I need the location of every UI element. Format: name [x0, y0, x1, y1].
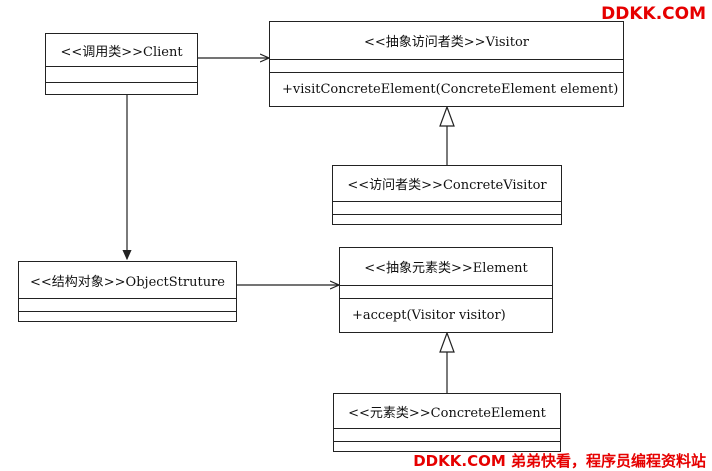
object-structure-class-name: <<结构对象>>ObjectStruture	[19, 262, 236, 299]
element-operation: +accept(Visitor visitor)	[352, 308, 506, 323]
visitor-generalization-triangle	[439, 105, 455, 127]
concrete-visitor-attributes	[333, 202, 561, 215]
client-attributes	[46, 67, 197, 83]
visitor-attributes	[270, 60, 623, 73]
client-class[interactable]: <<调用类>>Client	[45, 33, 198, 95]
element-generalization-triangle	[439, 331, 455, 353]
visitor-operation: +visitConcreteElement(ConcreteElement el…	[282, 82, 619, 97]
concrete-element-class-name: <<元素类>>ConcreteElement	[334, 394, 560, 429]
object-structure-attributes	[19, 299, 236, 312]
watermark-bottom: DDKK.COM 弟弟快看，程序员编程资料站	[413, 452, 706, 470]
element-class-name: <<抽象元素类>>Element	[340, 248, 552, 286]
visitor-class-name: <<抽象访问者类>>Visitor	[270, 22, 623, 60]
client-class-name: <<调用类>>Client	[46, 34, 197, 67]
element-attributes	[340, 286, 552, 299]
concrete-element-class[interactable]: <<元素类>>ConcreteElement	[333, 393, 561, 452]
concrete-visitor-operations	[333, 215, 561, 224]
watermark-top: DDKK.COM	[601, 4, 706, 24]
object-structure-operations	[19, 312, 236, 321]
visitor-class[interactable]: <<抽象访问者类>>Visitor +visitConcreteElement(…	[269, 21, 624, 107]
element-class[interactable]: <<抽象元素类>>Element +accept(Visitor visitor…	[339, 247, 553, 333]
object-structure-class[interactable]: <<结构对象>>ObjectStruture	[18, 261, 237, 322]
client-operations	[46, 83, 197, 94]
concrete-visitor-class[interactable]: <<访问者类>>ConcreteVisitor	[332, 165, 562, 225]
concrete-visitor-class-name: <<访问者类>>ConcreteVisitor	[333, 166, 561, 202]
concrete-element-attributes	[334, 429, 560, 442]
